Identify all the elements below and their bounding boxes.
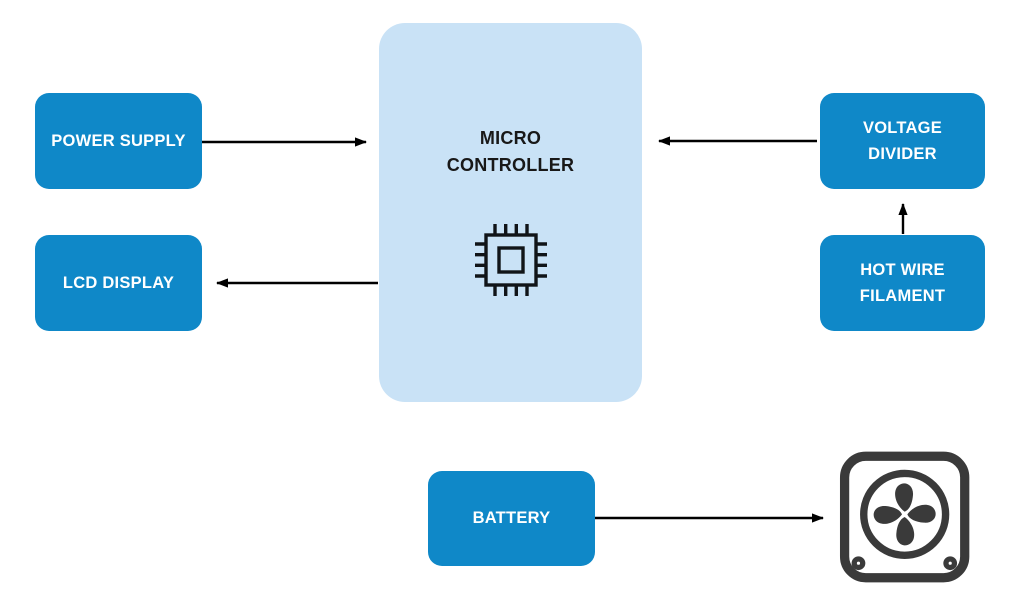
block-battery: BATTERY [428, 471, 595, 566]
block-label-line2: DIVIDER [868, 145, 937, 163]
block-label-line1: HOT WIRE [860, 260, 945, 279]
block-label-line1: VOLTAGE [862, 118, 943, 137]
block-label: HOT WIRE FILAMENT [860, 257, 945, 310]
block-label: MICRO CONTROLLER [447, 125, 575, 177]
block-micro-controller: MICRO CONTROLLER [379, 23, 642, 402]
block-label: VOLTAGE DIVIDER [863, 115, 942, 168]
block-hot-wire-filament: HOT WIRE FILAMENT [820, 235, 985, 331]
block-label: BATTERY [472, 509, 551, 528]
block-label-line1: MICRO [479, 128, 542, 149]
block-label: POWER SUPPLY [51, 131, 186, 150]
block-label: LCD DISPLAY [62, 273, 175, 292]
block-label-line2: CONTROLLER [446, 154, 575, 175]
fan-icon-graphic [839, 451, 970, 583]
block-voltage-divider: VOLTAGE DIVIDER [820, 93, 985, 189]
fan-icon [838, 451, 970, 583]
block-power-supply: POWER SUPPLY [35, 93, 202, 189]
block-lcd-display: LCD DISPLAY [35, 235, 202, 331]
block-label-line2: FILAMENT [859, 287, 946, 305]
chip-icon [474, 223, 547, 296]
